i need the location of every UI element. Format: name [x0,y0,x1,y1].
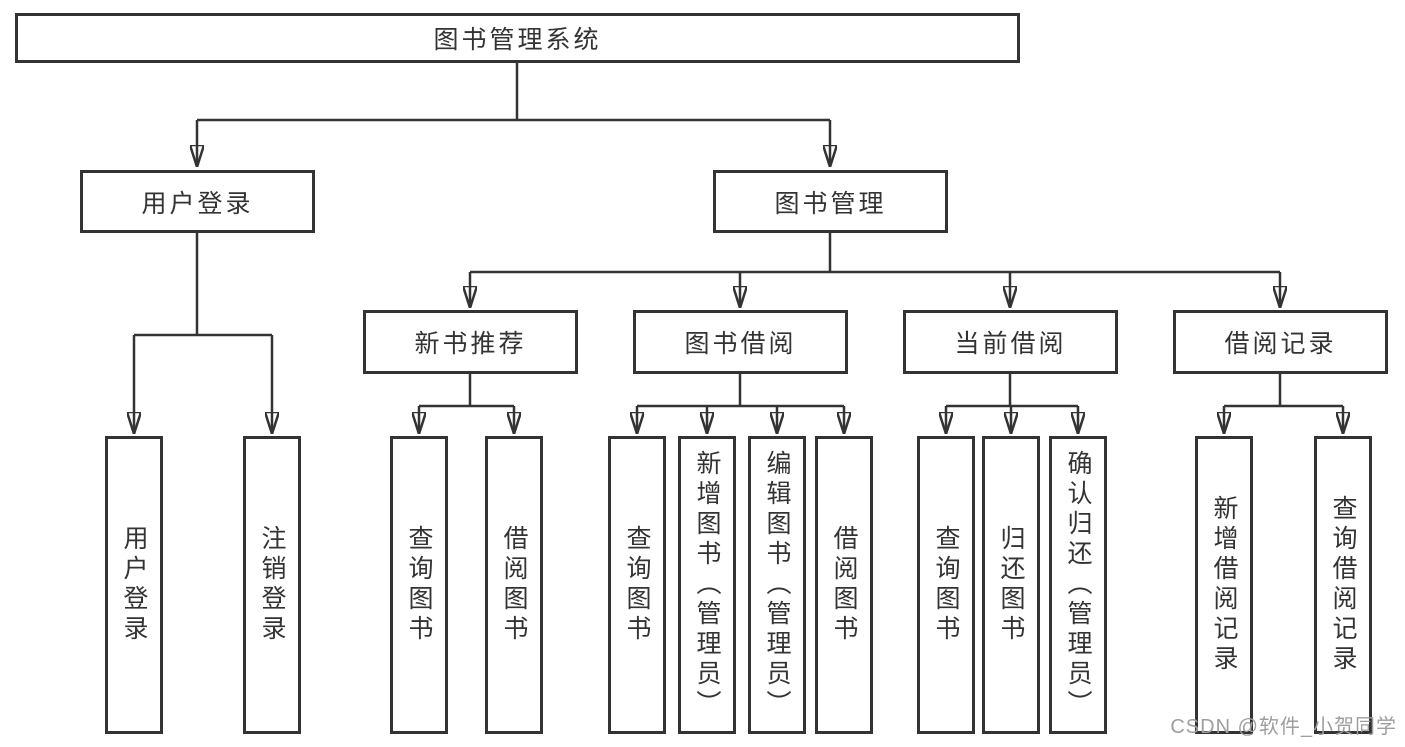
node-user-login: 用户登录 [80,170,315,233]
csdn-watermark: CSDN @软件_小贺同学 [1170,716,1397,738]
leaf-edit-book-admin: 编辑图书（管理员） [748,436,806,734]
leaf-add-book-admin: 新增图书（管理员） [678,436,736,734]
node-current-borrow: 当前借阅 [903,310,1118,374]
node-borrow-records: 借阅记录 [1173,310,1388,374]
node-book-management: 图书管理 [713,170,948,233]
leaf-user-login: 用户登录 [105,436,163,734]
arrow-lines [134,120,1343,433]
leaf-query-books-current: 查询图书 [917,436,975,734]
leaf-borrow-books-recommend: 借阅图书 [485,436,543,734]
junction-lines [134,63,1343,408]
node-book-borrow: 图书借阅 [633,310,848,374]
leaf-borrow-books-borrow: 借阅图书 [815,436,873,734]
leaf-confirm-return-admin: 确认归还（管理员） [1049,436,1107,734]
leaf-return-book: 归还图书 [982,436,1040,734]
node-new-book-recommend: 新书推荐 [363,310,578,374]
leaf-logout: 注销登录 [243,436,301,734]
leaf-query-books-borrow: 查询图书 [608,436,666,734]
leaf-query-books-recommend: 查询图书 [390,436,448,734]
leaf-query-borrow-record: 查询借阅记录 [1314,436,1372,734]
node-root: 图书管理系统 [15,13,1020,63]
leaf-add-borrow-record: 新增借阅记录 [1195,436,1253,734]
